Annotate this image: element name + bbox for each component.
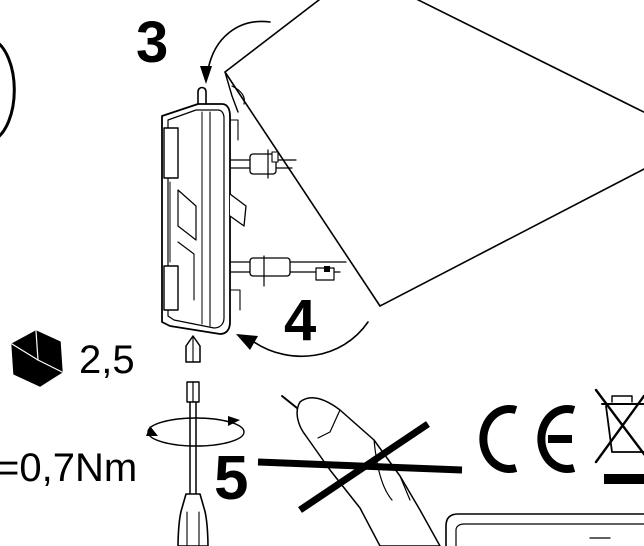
hexagon-facets — [11, 330, 63, 373]
device-side-view — [161, 86, 247, 335]
hex-bit — [185, 335, 201, 363]
arrow-step-4 — [236, 321, 369, 358]
crossed-bin-icon — [594, 388, 644, 484]
mounting-rail-lower — [229, 255, 347, 287]
screwdriver-icon — [177, 381, 209, 546]
left-circle-edge — [0, 42, 16, 138]
wall-panel — [224, 0, 644, 307]
rotation-arrow-icon — [146, 416, 245, 447]
torque-value-label: =0,7Nm — [0, 446, 138, 490]
crossed-drill-icon — [257, 395, 463, 546]
bottom-frame — [445, 513, 644, 546]
arrow-step-3 — [200, 20, 271, 84]
step-5-label: 5 — [214, 444, 249, 513]
mounting-rail-upper — [229, 149, 297, 179]
step-4-label: 4 — [284, 288, 317, 353]
hex-key-size-label: 2,5 — [79, 338, 135, 382]
step-3-label: 3 — [136, 10, 169, 75]
ce-mark-icon — [479, 405, 576, 473]
